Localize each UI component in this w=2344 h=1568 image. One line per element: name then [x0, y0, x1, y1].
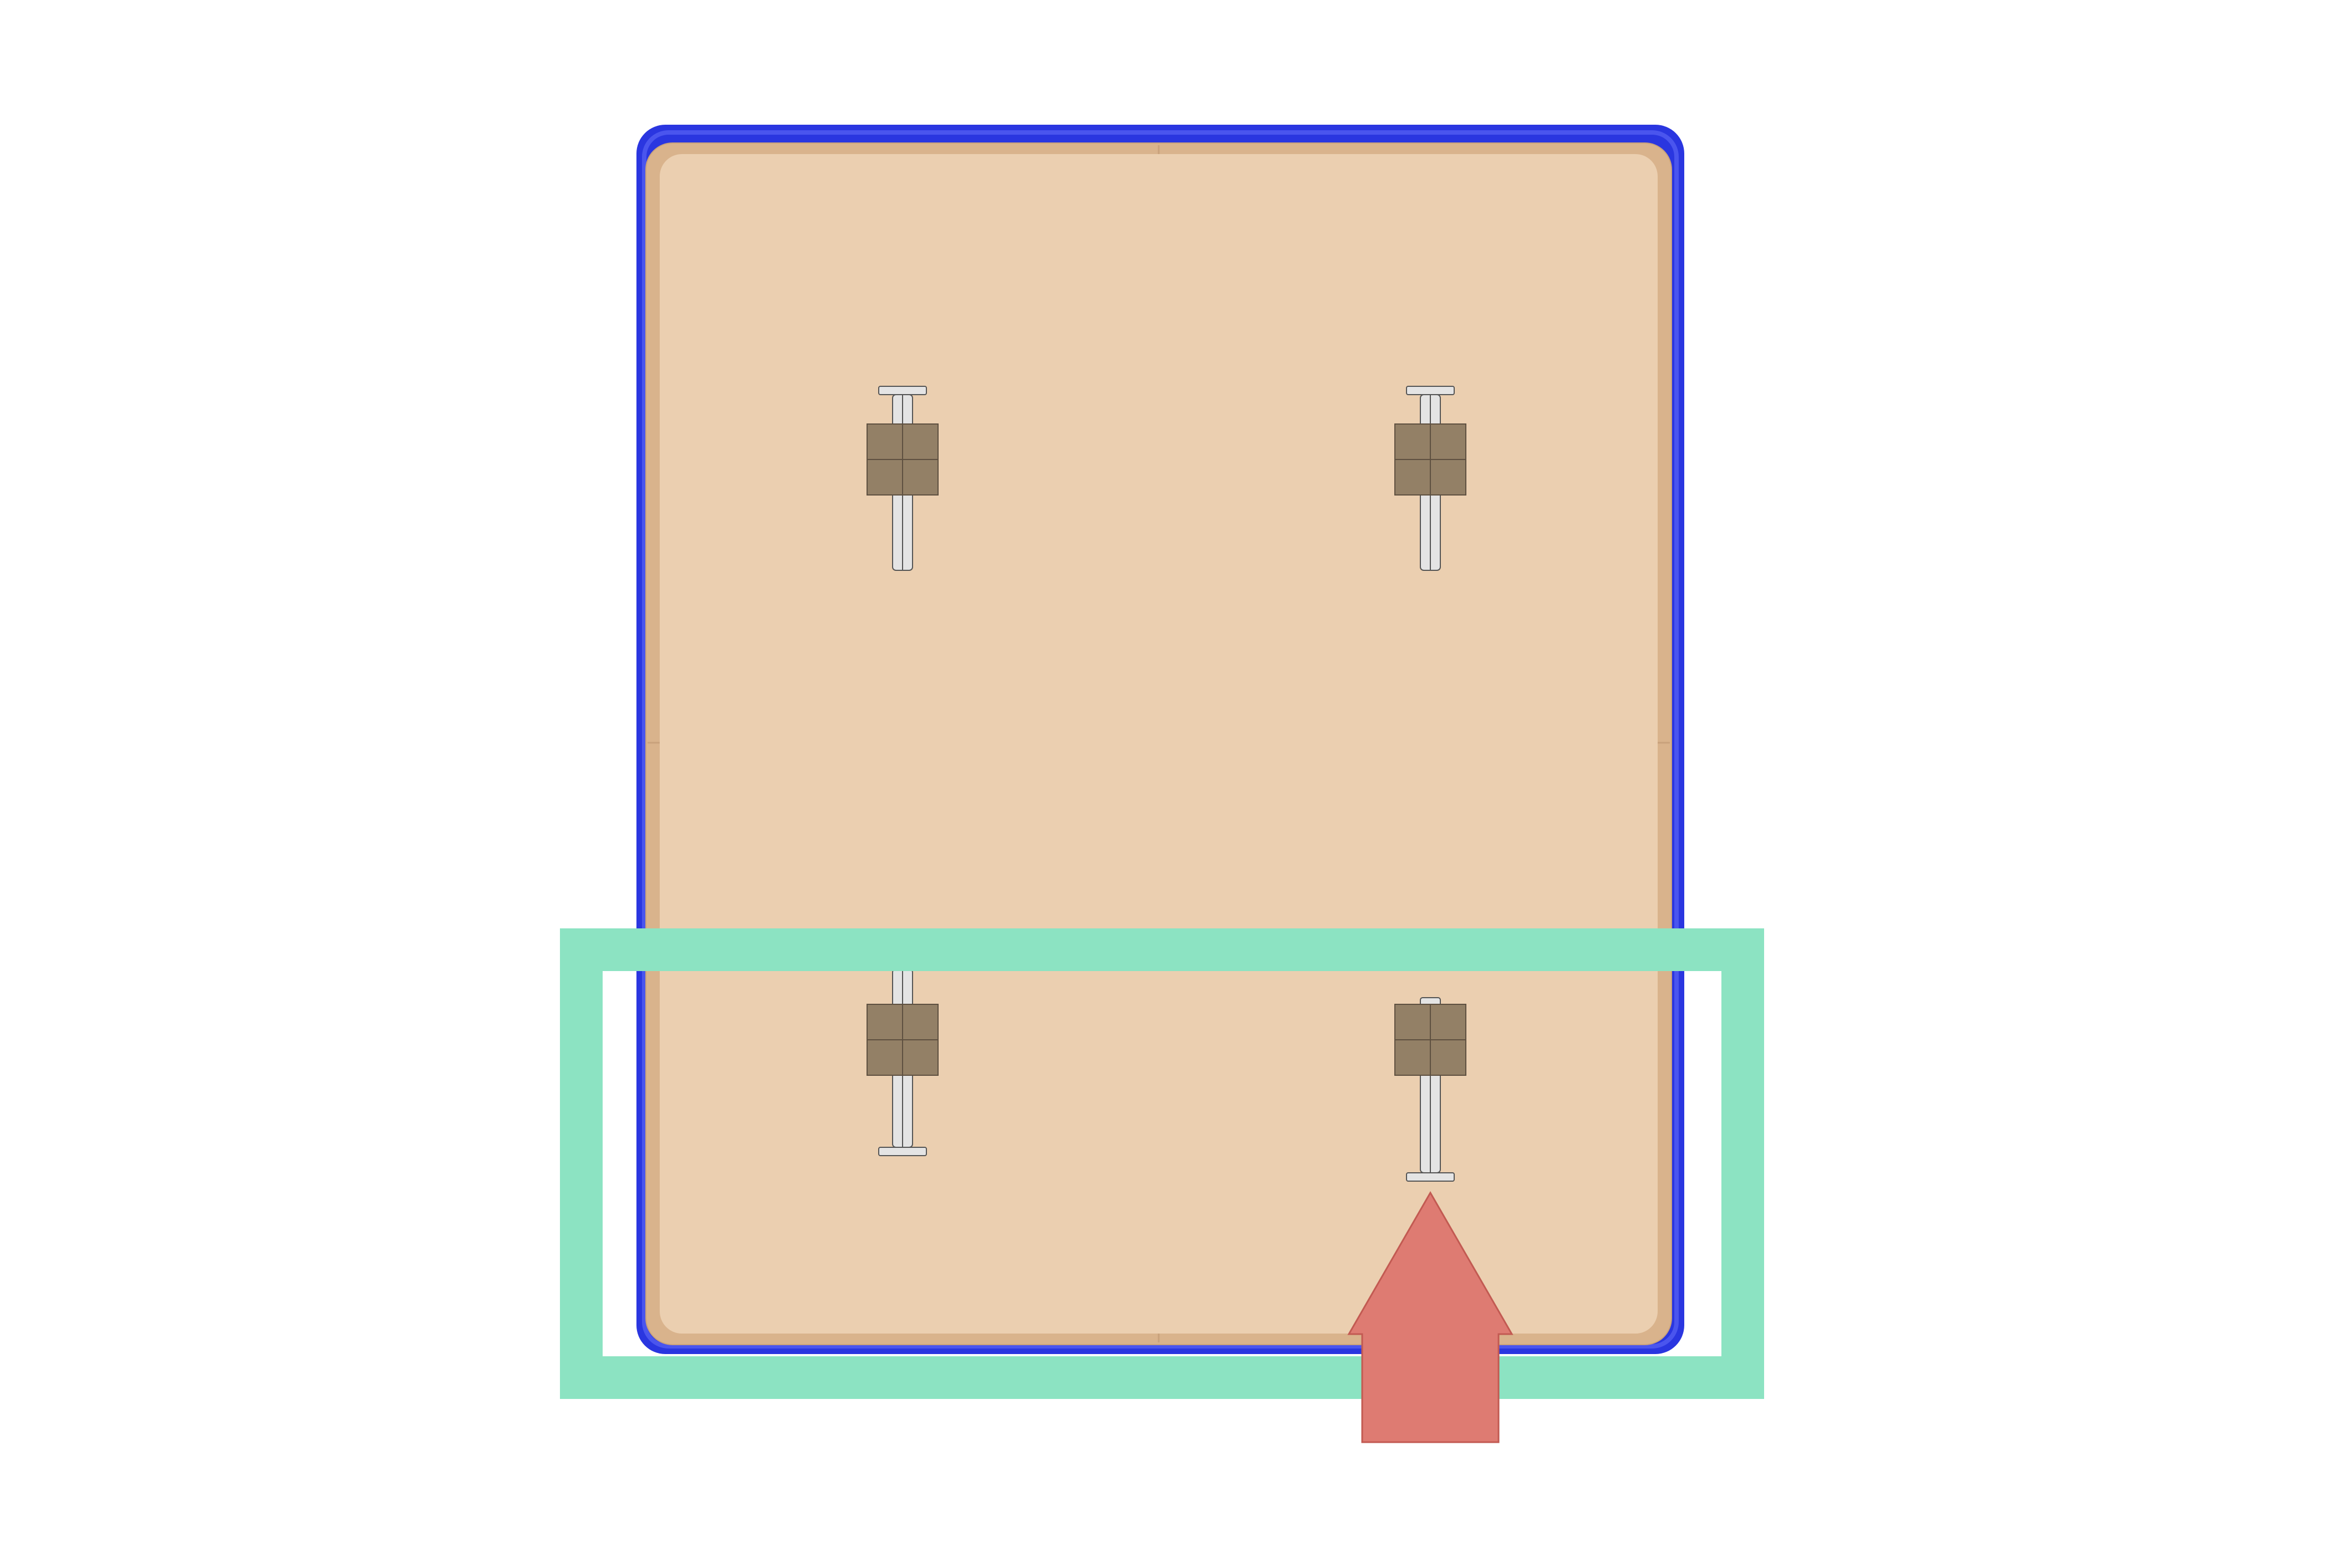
bolt-head [878, 386, 927, 395]
panel-face [660, 154, 1658, 1334]
fastener-top-left [867, 386, 939, 571]
blue-frame-highlight [642, 130, 1679, 1349]
bolt-head [1406, 1172, 1455, 1182]
panel [645, 142, 1672, 1345]
fastener-bottom-left [867, 968, 939, 1156]
fastener-bottom-right [1394, 997, 1466, 1182]
fastener-top-right [1394, 386, 1466, 571]
bolt-head [1406, 386, 1455, 395]
bolt-head [878, 1147, 927, 1156]
up-arrow-icon [1347, 1191, 1514, 1443]
